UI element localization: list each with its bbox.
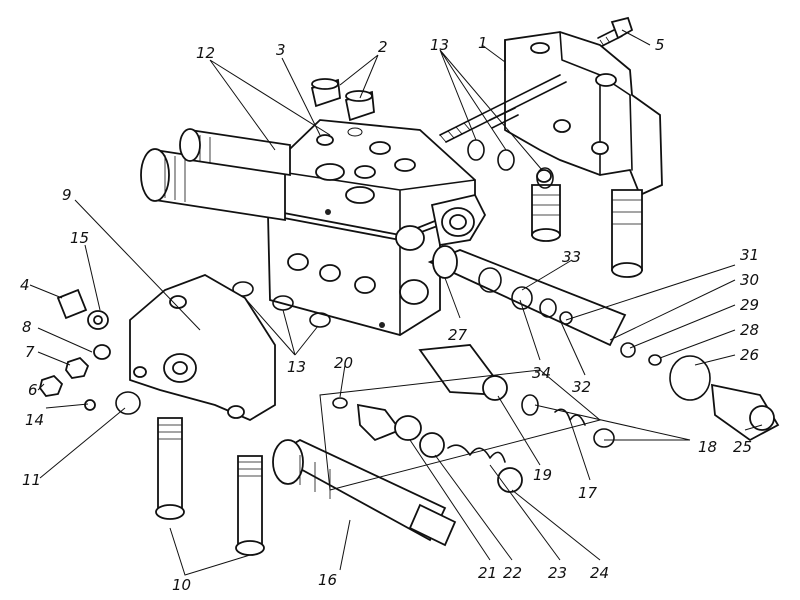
part-1-bracket (439, 31, 663, 278)
callout-33: 33 (562, 248, 581, 266)
callout-6: 6 (28, 381, 38, 399)
part-5-screw (597, 16, 634, 47)
main-valve-body (267, 119, 487, 336)
callout-4: 4 (20, 276, 30, 294)
callout-25: 25 (733, 438, 752, 456)
solenoids-upper (140, 128, 291, 222)
callout-1: 1 (478, 34, 488, 52)
callout-14: 14 (25, 411, 44, 429)
callout-13-lower: 13 (287, 358, 306, 376)
callout-27: 27 (448, 326, 468, 344)
callout-8: 8 (22, 318, 32, 336)
callout-29: 29 (740, 296, 759, 314)
callout-19: 19 (533, 466, 552, 484)
callout-2: 2 (378, 38, 388, 56)
part-10-bolts (155, 417, 265, 556)
callout-24: 24 (590, 564, 609, 582)
part-16-solenoid (272, 438, 457, 547)
callout-labels: 1 2 3 4 5 6 7 8 9 10 11 12 13 13 14 15 1… (20, 34, 759, 594)
callout-23: 23 (548, 564, 567, 582)
left-small-parts (39, 288, 141, 415)
callout-11: 11 (22, 471, 41, 489)
callout-26: 26 (740, 346, 759, 364)
callout-10: 10 (172, 576, 191, 594)
callout-34: 34 (532, 364, 551, 382)
callout-28: 28 (740, 321, 759, 339)
callout-21: 21 (478, 564, 497, 582)
callout-20: 20 (334, 354, 353, 372)
right-assembly-25-34 (427, 245, 780, 442)
part-9-cover (129, 274, 276, 422)
callout-17: 17 (578, 484, 598, 502)
callout-7: 7 (25, 343, 35, 361)
callout-12: 12 (196, 44, 215, 62)
callout-22: 22 (503, 564, 522, 582)
parts-17-19 (418, 344, 615, 448)
callout-31: 31 (740, 246, 759, 264)
callout-30: 30 (740, 271, 759, 289)
parts-2-3-screws (310, 78, 375, 146)
callout-16: 16 (318, 571, 337, 589)
callout-15: 15 (70, 229, 89, 247)
leader-lines (29, 29, 763, 576)
callout-9: 9 (62, 186, 72, 204)
callout-18: 18 (698, 438, 717, 456)
spool-parts-20-24 (332, 397, 523, 493)
callout-3: 3 (276, 41, 286, 59)
callout-5: 5 (655, 36, 665, 54)
callout-32: 32 (572, 378, 591, 396)
callout-13-upper: 13 (430, 36, 449, 54)
